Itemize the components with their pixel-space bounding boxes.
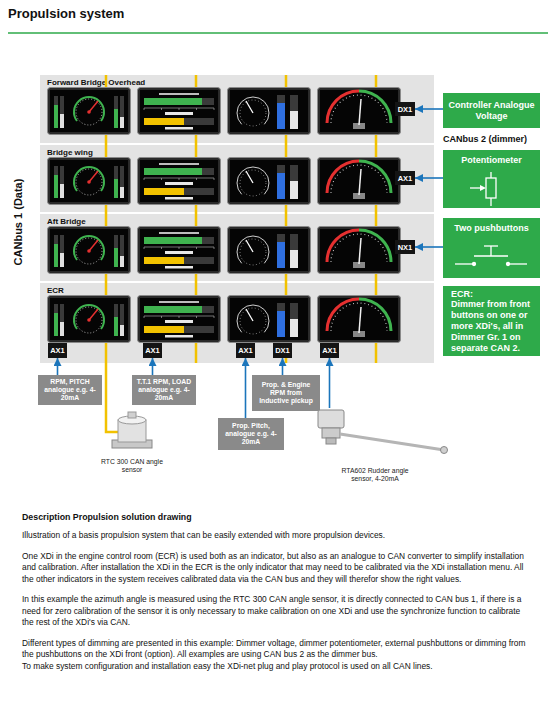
xdi-display: [318, 88, 401, 135]
band-heading: Bridge wing: [47, 148, 93, 157]
band-heading: ECR: [47, 286, 64, 295]
signal-connector: [152, 358, 154, 375]
signal-box: Prop. Pitch, analogue e.g. 4-20mA: [218, 418, 284, 450]
signal-connector: [415, 108, 443, 110]
bus-label: CANbus 1 (Data): [12, 179, 24, 266]
io-module-tag: NX1: [395, 240, 415, 254]
description-block: Description Propulsion solution drawingI…: [22, 512, 527, 672]
xdi-display: [48, 296, 131, 343]
sensor-node: RTC 300 CAN angle sensor: [92, 414, 172, 474]
can-bus-line: [195, 75, 198, 363]
location-band: ECR AX1 AX1 AX1 DX1 AX1: [40, 283, 434, 363]
dimmer-input-box: Potentiometer: [443, 150, 540, 208]
location-band: Aft BridgeNX1: [40, 214, 434, 281]
xdi-display: [48, 158, 131, 205]
io-module-tag: AX1: [236, 343, 255, 358]
xdi-display: [228, 158, 311, 205]
io-module-tag: AX1: [48, 343, 67, 358]
signal-connector: [415, 246, 443, 248]
can-bus-lines: [106, 75, 376, 432]
description-paragraph: Illustration of a basis propulsion syste…: [22, 530, 527, 542]
box-text: T.T.1 RPM, LOAD analogue e.g. 4-20mA: [135, 378, 193, 402]
box-text: Potentiometer: [461, 155, 522, 166]
box-text: Two pushbuttons: [454, 223, 528, 234]
xdi-display: [228, 88, 311, 135]
can-bus-line: [375, 75, 378, 363]
can-bus-line: [106, 75, 118, 432]
pushbutton-symbol: [455, 246, 527, 266]
can-bus-line: [285, 75, 288, 363]
description-paragraph: In this example the azimuth angle is mea…: [22, 594, 527, 629]
xdi-display: [48, 88, 131, 135]
signal-connector: [57, 358, 59, 375]
xdi-display: [138, 158, 221, 205]
xdi-display: [48, 227, 131, 274]
box-text: Controller Analogue Voltage: [448, 100, 535, 122]
rtc300-sensor: [112, 412, 152, 448]
band-heading: Forward Bridge Overhead: [47, 78, 145, 87]
signal-connector: [245, 358, 247, 418]
description-paragraph: One XDi in the engine control room (ECR)…: [22, 551, 527, 586]
box-text: Dimmer from front buttons on one or more…: [451, 299, 535, 353]
signal-connector: [329, 358, 331, 408]
box-text: ECR:: [451, 289, 473, 300]
band-heading: Aft Bridge: [47, 217, 86, 226]
description-paragraph: Different types of dimming are presented…: [22, 638, 527, 661]
signal-connector: [415, 177, 443, 179]
dimmer-input-box: Two pushbuttons: [443, 218, 540, 278]
xdi-display: [318, 158, 401, 205]
io-module-tag: DX1: [395, 102, 415, 116]
module-name: DX1: [275, 346, 290, 355]
signal-box: T.T.1 RPM, LOAD analogue e.g. 4-20mA: [132, 375, 196, 405]
description-paragraph: To make system configuration and install…: [22, 661, 527, 673]
xdi-display: [138, 296, 221, 343]
module-name: DX1: [398, 105, 413, 114]
rta602-sensor: [318, 410, 448, 454]
io-module-tag: DX1: [273, 343, 292, 358]
module-name: AX1: [238, 346, 253, 355]
location-band: Forward Bridge OverheadDX1: [40, 75, 434, 143]
xdi-display: [318, 227, 401, 274]
module-name: AX1: [322, 346, 337, 355]
dimmer-input-box: ECR:Dimmer from front buttons on one or …: [443, 286, 540, 356]
io-module-tag: AX1: [320, 343, 339, 358]
xdi-displays: [48, 88, 401, 343]
description-heading: Description Propulsion solution drawing: [22, 512, 527, 523]
location-band: Bridge wingAX1: [40, 145, 434, 212]
module-name: AX1: [398, 174, 413, 183]
xdi-display: [138, 227, 221, 274]
sensor-caption: RTA602 Rudder angle sensor, 4-20mA: [339, 467, 411, 483]
io-module-tag: AX1: [395, 171, 415, 185]
module-name: NX1: [398, 243, 413, 252]
xdi-display: [228, 227, 311, 274]
xdi-display: [138, 88, 221, 135]
title-rule: [8, 32, 548, 34]
page-title: Propulsion system: [8, 6, 124, 21]
xdi-display: [228, 296, 311, 343]
sensor-node: RTA602 Rudder angle sensor, 4-20mA: [300, 408, 450, 483]
signal-box: RPM, PITCH analogue e.g. 4-20mA: [38, 375, 102, 405]
module-name: AX1: [50, 346, 65, 355]
dimmer-input-box: Controller Analogue Voltage: [443, 93, 540, 128]
signal-box: Prop. & Engine RPM from Inductive pickup: [252, 375, 320, 411]
bus-label: CANbus 2 (dimmer): [443, 134, 527, 144]
module-name: AX1: [145, 346, 160, 355]
signal-connector: [282, 358, 284, 375]
sensor-caption: RTC 300 CAN angle sensor: [96, 458, 168, 474]
xdi-display: [318, 296, 401, 343]
box-text: Prop. & Engine RPM from Inductive pickup: [255, 381, 317, 405]
potentiometer-symbol: [470, 172, 496, 206]
box-text: RPM, PITCH analogue e.g. 4-20mA: [41, 378, 99, 402]
io-module-tag: AX1: [143, 343, 162, 358]
box-text: Prop. Pitch, analogue e.g. 4-20mA: [221, 422, 281, 446]
